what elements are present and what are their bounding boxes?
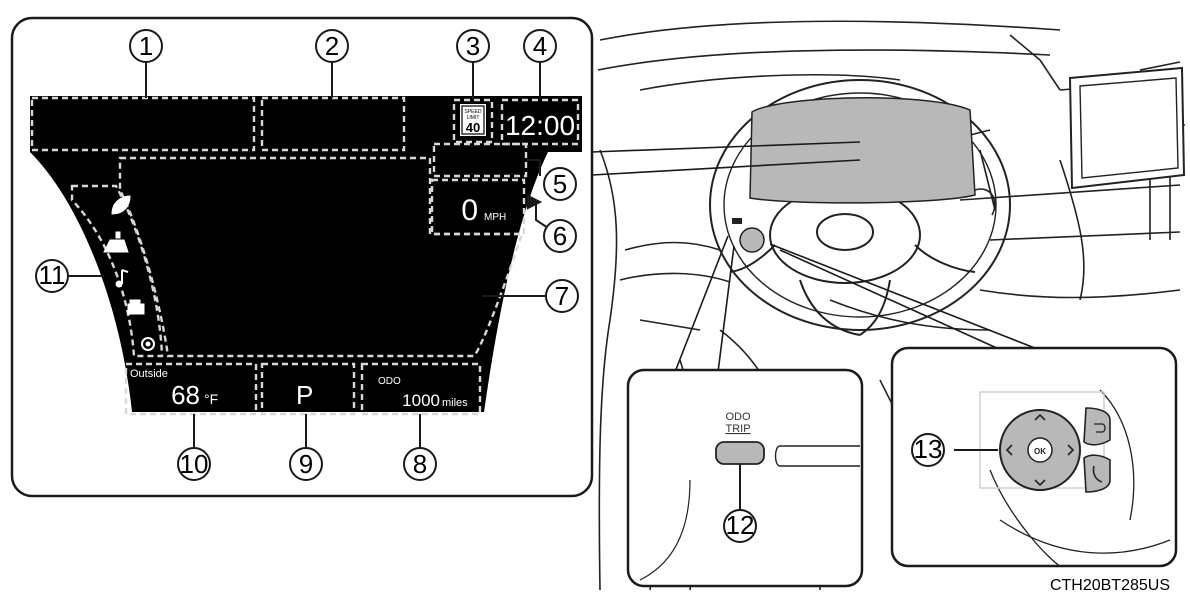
center-display-sketch — [1068, 66, 1186, 190]
callout-3: 3 — [466, 31, 480, 61]
callout-11: 11 — [39, 260, 66, 290]
phone-button[interactable] — [1083, 454, 1111, 493]
shift-position: P — [296, 380, 313, 410]
phone-icon — [1092, 465, 1103, 483]
speed-limit-sign: SPEED LIMIT 40 — [460, 104, 486, 136]
callout-12: 12 — [726, 510, 755, 540]
back-icon — [1094, 423, 1106, 433]
region-7 — [118, 156, 524, 358]
callout-7: 7 — [555, 281, 569, 311]
callout-9: 9 — [299, 449, 313, 479]
speed-limit-text-2: LIMIT — [467, 115, 480, 121]
speed-value: 0 — [461, 194, 478, 227]
figure-code: CTH20BT285US — [1049, 577, 1170, 594]
odo-label: ODO — [378, 376, 401, 387]
ok-button[interactable] — [1027, 437, 1053, 463]
region-5 — [432, 142, 528, 178]
region-8 — [360, 362, 482, 416]
region-9 — [260, 362, 356, 416]
callout-6: 6 — [553, 221, 567, 251]
callouts — [35, 29, 579, 481]
settings-gear-icon — [141, 337, 155, 351]
leader-lines — [591, 141, 1046, 373]
vehicle-info-icon — [127, 299, 145, 315]
odo-trip-button[interactable] — [715, 441, 765, 465]
eco-leaf-icon — [111, 195, 131, 215]
odo-trip-label-2: TRIP — [725, 423, 750, 435]
driver-assist-icon — [103, 231, 129, 253]
chevron-down-icon — [1034, 479, 1046, 487]
odo-trip-inset: ODO TRIP 12 — [626, 368, 864, 588]
odo-unit: miles — [442, 397, 468, 409]
odo-value: 1000 — [402, 391, 440, 410]
callout-10: 10 — [180, 449, 209, 479]
callout-arrows — [526, 159, 549, 229]
outside-temp-unit: °F — [204, 391, 218, 407]
audio-note-icon — [121, 269, 129, 284]
menu-icons — [103, 195, 155, 351]
ok-label: OK — [1034, 447, 1046, 456]
outside-temp: 68 — [171, 380, 200, 410]
meter-panel-highlight — [749, 97, 976, 204]
chevron-left-icon — [1005, 444, 1013, 456]
audio-note-head — [115, 280, 123, 288]
speed-limit-value: 40 — [466, 120, 480, 135]
callout-labels: 1 2 3 4 5 6 7 8 9 10 11 — [39, 31, 570, 479]
wheel-switch-sketch — [732, 218, 765, 253]
steering-switch-inset: OK 13 — [890, 346, 1178, 568]
speed-unit: MPH — [484, 212, 506, 223]
region-10 — [124, 362, 258, 416]
speed-limit-text-1: SPEED — [465, 109, 482, 115]
region-1 — [30, 96, 256, 152]
cluster-display — [10, 16, 594, 498]
chevron-up-icon — [1034, 413, 1046, 421]
callout-2: 2 — [325, 31, 339, 61]
odo-trip-label-1: ODO — [725, 411, 751, 423]
region-11 — [70, 184, 164, 358]
callout-5: 5 — [553, 169, 567, 199]
callout-4: 4 — [533, 31, 547, 61]
callout-13: 13 — [914, 434, 943, 464]
chevron-right-icon — [1067, 444, 1075, 456]
callout-8: 8 — [413, 449, 427, 479]
callout-1: 1 — [139, 31, 153, 61]
outside-label: Outside — [130, 368, 168, 380]
back-button[interactable] — [1083, 407, 1111, 446]
clock-display: 12:00 — [505, 110, 575, 141]
